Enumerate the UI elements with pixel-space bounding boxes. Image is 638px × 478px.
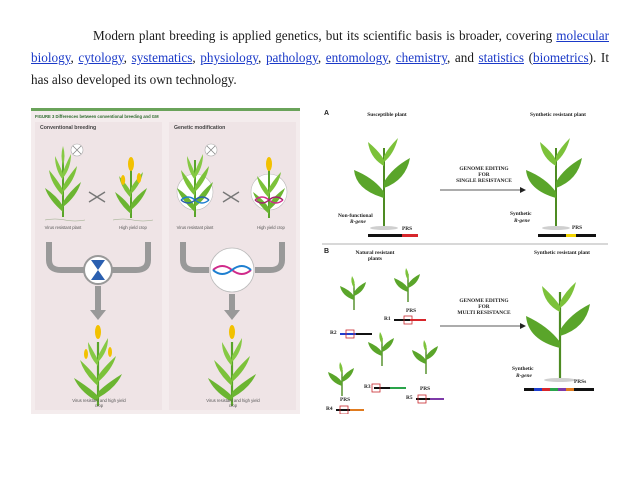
result-plant-icon	[74, 325, 122, 406]
synthetic-rgene-label: R-gene	[514, 218, 530, 224]
separator: , and	[446, 50, 479, 65]
link-systematics[interactable]: systematics	[131, 50, 193, 65]
genome-editing-figure: A Susceptible plant Synthetic resistant …	[322, 108, 608, 414]
natural-plant-r4-icon	[328, 362, 354, 396]
natural-plant-r1-icon	[394, 268, 420, 302]
result-plant-icon	[208, 325, 256, 406]
link-entomology[interactable]: entomology	[325, 50, 388, 65]
prs-label-right: PRS	[572, 225, 583, 231]
high-yield-plant-icon	[253, 157, 285, 218]
conventional-breeding-panel: Conventional breeding	[35, 122, 162, 410]
arrow-label-line1: GENOME EDITING	[459, 166, 509, 172]
separator: ,	[387, 50, 396, 65]
link-molecular-biology[interactable]: molecular biology	[31, 28, 609, 65]
natural-plants-label: Natural resistant plants	[355, 250, 395, 262]
r1-label: R1	[384, 316, 391, 322]
section-b-label: B	[324, 248, 330, 255]
arrow-b-line2: FOR	[478, 304, 490, 310]
natural-plant-r2-icon	[340, 276, 366, 310]
r5-label: R5	[406, 395, 413, 401]
link-biometrics[interactable]: biometrics	[532, 50, 589, 65]
prss-label: PRSs	[574, 379, 587, 385]
prs-label: PRS	[402, 226, 413, 232]
arrow-b-line1: GENOME EDITING	[459, 298, 509, 304]
separator: ,	[70, 50, 79, 65]
r4-label: R4	[326, 406, 333, 412]
hourglass-icon	[83, 255, 113, 285]
synthetic-plant-b-label: Synthetic resistant plant	[534, 250, 590, 256]
label-virus-resistant: Virus resistant plant	[44, 225, 82, 230]
paragraph-lead: Modern plant breeding is applied genetic…	[93, 28, 557, 43]
prs-label-b: PRS	[406, 308, 417, 314]
genome-editing-illustration	[322, 138, 608, 414]
natural-plant-r5-icon	[412, 340, 438, 374]
genetic-modification-illustration	[176, 143, 288, 406]
synthetic-rgene-b-label: R-gene	[516, 373, 532, 379]
synthetic-gene-b-label: Synthetic	[512, 366, 534, 372]
virus-resistant-plant-icon	[177, 154, 213, 217]
label-high-yield: High yield crop	[119, 225, 147, 230]
susceptible-plant-label: Susceptible plant	[367, 112, 407, 118]
synthetic-resistant-plant-icon	[526, 138, 582, 230]
gene-bar	[368, 234, 402, 237]
prs-label-b3: PRS	[340, 397, 351, 403]
arrow-label-line3: SINGLE RESISTANCE	[456, 178, 512, 184]
natural-plant-r3-icon	[368, 332, 394, 366]
arrow-label-line2: FOR	[478, 172, 490, 178]
arrow-b-line3: MULTI RESISTANCE	[457, 310, 511, 316]
link-chemistry[interactable]: chemistry	[395, 50, 447, 65]
link-pathology[interactable]: pathology	[265, 50, 318, 65]
separator: ,	[258, 50, 266, 65]
label-virus-resistant: Virus resistant plant	[176, 225, 214, 230]
genetic-modification-panel: Genetic modification	[169, 122, 296, 410]
prs-segment	[402, 234, 418, 237]
label-high-yield: High yield crop	[257, 225, 285, 230]
breeding-comparison-figure: FIGURE 3 Differences between conventiona…	[31, 108, 300, 414]
paragraph-tail: ). It has also developed its own technol…	[31, 50, 609, 87]
section-a-label: A	[324, 110, 330, 117]
rgene-label: R-gene	[350, 219, 366, 225]
conventional-breeding-illustration	[44, 143, 154, 406]
synthetic-resistant-plant-b-icon	[526, 282, 590, 382]
r2-label: R2	[330, 330, 337, 336]
panel-title: Genetic modification	[174, 125, 226, 131]
susceptible-plant-icon	[354, 138, 410, 230]
separator: (	[523, 50, 533, 65]
link-physiology[interactable]: physiology	[200, 50, 259, 65]
label-result: Virus resistant and high yield crop	[72, 398, 126, 408]
virus-resistant-plant-icon	[45, 146, 81, 217]
synthetic-gene-label: Synthetic	[510, 211, 532, 217]
separator: ,	[123, 50, 132, 65]
high-yield-plant-icon	[115, 157, 147, 218]
r3-label: R3	[364, 384, 371, 390]
separator: ,	[317, 50, 326, 65]
link-statistics[interactable]: statistics	[478, 50, 524, 65]
synthetic-resistant-plant-label: Synthetic resistant plant	[530, 112, 586, 118]
figure-caption: FIGURE 3 Differences between conventiona…	[35, 114, 159, 119]
prs-label-b2: PRS	[420, 386, 431, 392]
nonfunctional-label: Non-functional	[338, 213, 373, 219]
panel-title: Conventional breeding	[40, 125, 97, 131]
body-paragraph: Modern plant breeding is applied genetic…	[31, 25, 609, 91]
link-cytology[interactable]: cytology	[78, 50, 124, 65]
separator: ,	[192, 50, 201, 65]
label-result: Virus resistant and high yield crop	[206, 398, 260, 408]
